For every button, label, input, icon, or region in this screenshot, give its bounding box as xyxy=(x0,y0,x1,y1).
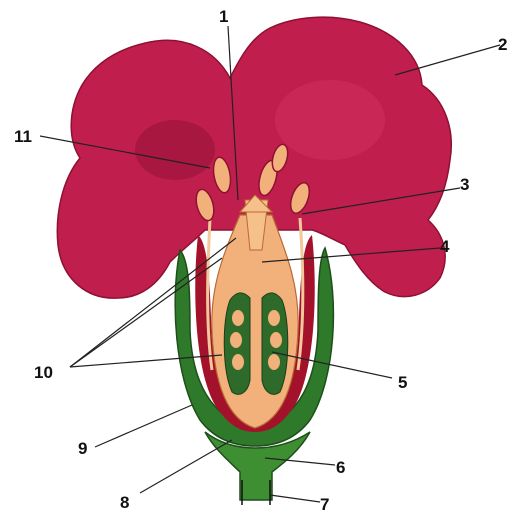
label-8: 8 xyxy=(120,494,129,511)
petal-shadow xyxy=(275,80,385,160)
label-5: 5 xyxy=(398,374,407,391)
label-11: 11 xyxy=(14,128,32,145)
label-4: 4 xyxy=(440,238,449,255)
label-7: 7 xyxy=(320,496,329,513)
label-9: 9 xyxy=(78,440,87,457)
ovule xyxy=(270,332,282,348)
label-1: 1 xyxy=(219,8,228,25)
ovule xyxy=(232,310,244,326)
petal-shadow xyxy=(135,120,215,180)
label-6: 6 xyxy=(336,459,345,476)
ovule xyxy=(230,332,242,348)
label-2: 2 xyxy=(498,36,507,53)
label-10: 10 xyxy=(34,364,53,381)
ovule xyxy=(268,354,280,370)
ovule xyxy=(232,354,244,370)
label-3: 3 xyxy=(460,176,469,193)
ovule xyxy=(268,310,280,326)
